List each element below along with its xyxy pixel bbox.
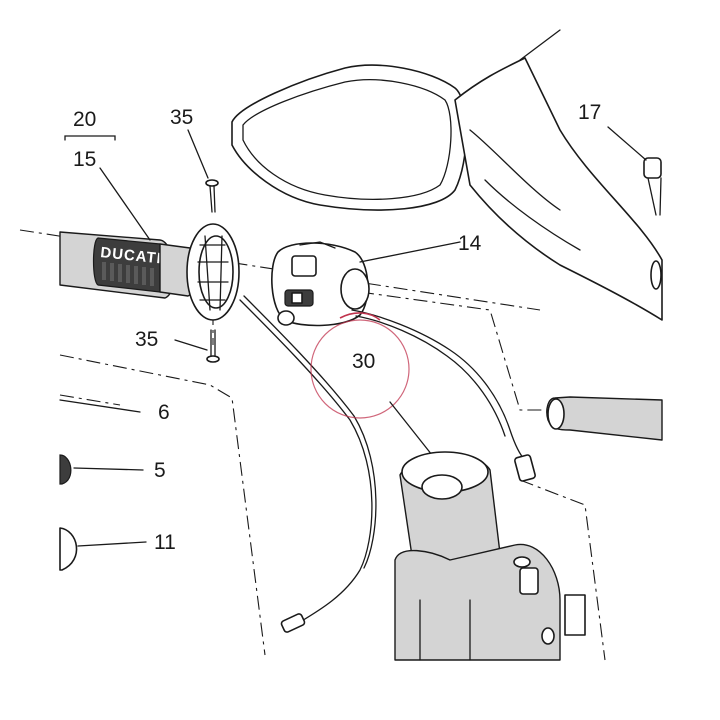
screw-bottom-part-35 <box>174 329 220 363</box>
grip-brand-text: DUCATI <box>100 244 163 267</box>
part-6-shape <box>59 399 141 413</box>
callout-20: 20 <box>73 108 96 131</box>
throttle-grip-part-15: DUCATI <box>59 231 197 299</box>
screw-top-part-35 <box>187 129 219 213</box>
switch-housing-part-14 <box>271 241 461 327</box>
rear-view-mirror <box>231 29 663 321</box>
lock-cylinder <box>394 451 586 661</box>
switch-cable <box>351 309 536 482</box>
throttle-housing <box>186 223 240 321</box>
callout-35-bottom: 35 <box>135 328 158 351</box>
throttle-cable <box>239 295 377 633</box>
callout-30: 30 <box>352 350 375 373</box>
grip-texture <box>102 262 154 286</box>
callout-bracket-20 <box>64 135 151 241</box>
callout-6: 6 <box>158 401 170 424</box>
callout-15: 15 <box>73 148 96 171</box>
callout-11: 11 <box>154 531 176 554</box>
callout-17: 17 <box>578 101 601 124</box>
callout-14: 14 <box>458 232 482 255</box>
part-5-shape <box>59 454 144 485</box>
highlight-part-30 <box>310 312 433 456</box>
handlebar-tube <box>546 396 663 441</box>
part-11-shape <box>59 527 147 571</box>
callout-35-top: 35 <box>170 106 193 129</box>
callout-5: 5 <box>154 459 166 482</box>
bolt-part-17 <box>607 126 662 216</box>
